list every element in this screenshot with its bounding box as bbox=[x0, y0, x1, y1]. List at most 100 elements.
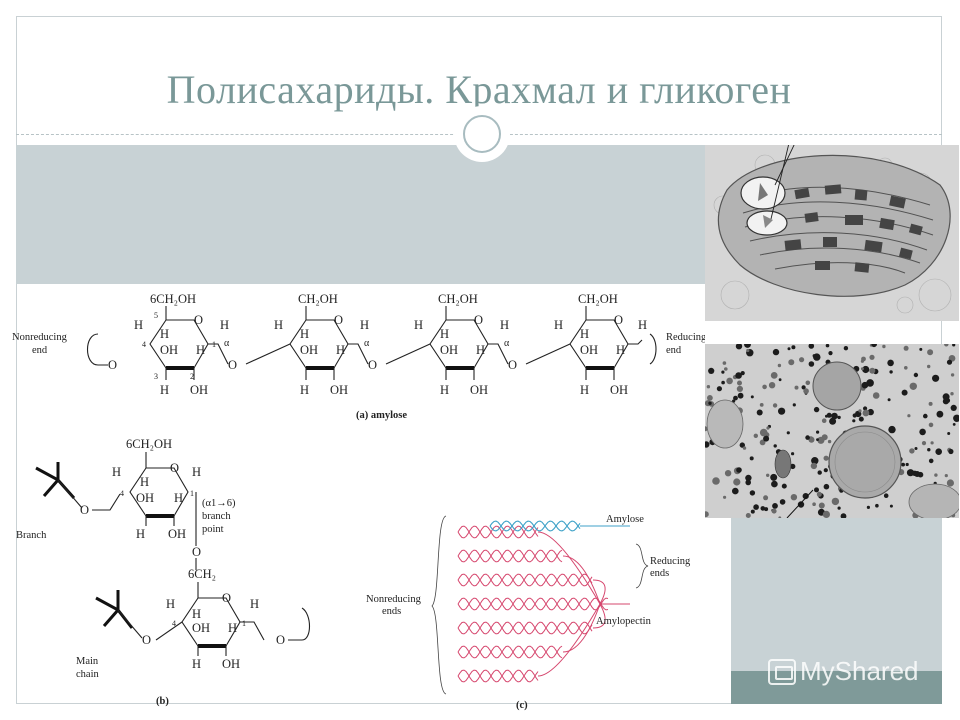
glycogen-granule bbox=[837, 415, 841, 420]
glycogen-granule bbox=[808, 344, 815, 349]
glycogen-granule bbox=[889, 504, 893, 508]
oh-group-label: OH bbox=[470, 383, 488, 397]
glycogen-granule bbox=[739, 442, 745, 448]
atom-h-label: H bbox=[192, 607, 201, 621]
glycogen-granule bbox=[903, 345, 909, 351]
glycogen-granule bbox=[935, 448, 942, 455]
amylopectin-strand bbox=[457, 597, 609, 611]
glycogen-granule bbox=[840, 513, 847, 518]
amylopectin-strand bbox=[457, 597, 609, 611]
glycogen-granule bbox=[770, 473, 778, 481]
glycogen-granule bbox=[781, 483, 787, 489]
glycogen-granule bbox=[948, 448, 954, 455]
glycogen-granule bbox=[771, 480, 778, 488]
oh-group-label: OH bbox=[190, 383, 208, 397]
reducing-ends-label-2: ends bbox=[650, 568, 669, 579]
glycogen-granule bbox=[753, 504, 759, 510]
glycogen-granule bbox=[812, 354, 816, 358]
glycogen-granule bbox=[764, 507, 769, 512]
glycogen-granule bbox=[831, 497, 840, 506]
glycogen-granule bbox=[919, 428, 926, 436]
amylopectin-strand bbox=[457, 621, 593, 635]
watermark: MyShared bbox=[768, 656, 919, 687]
oh-group-label: OH bbox=[300, 343, 318, 357]
glycogen-granule bbox=[750, 509, 755, 514]
amylose-strand bbox=[489, 520, 581, 532]
glycogen-granule bbox=[735, 344, 743, 350]
glycogen-granule bbox=[813, 406, 820, 413]
watermark-text: MyShared bbox=[800, 656, 919, 686]
glycogen-granule bbox=[805, 435, 810, 440]
amylopectin-strand bbox=[457, 549, 563, 563]
glycogen-granule bbox=[763, 495, 769, 501]
glycogen-granule bbox=[906, 469, 915, 477]
glycogen-granule bbox=[799, 357, 805, 363]
glycogen-granule bbox=[947, 432, 951, 435]
ring-number-2: 2 bbox=[190, 372, 194, 381]
branch-point-label: (α1→6) bbox=[202, 498, 236, 509]
atom-h-label: H bbox=[220, 318, 229, 332]
glycogen-granule bbox=[810, 462, 818, 470]
glycogen-granule bbox=[759, 439, 766, 446]
glycogen-granule bbox=[858, 409, 862, 413]
amylopectin-branch-link bbox=[562, 603, 601, 653]
amylose-helix bbox=[489, 520, 630, 532]
glycogen-granule bbox=[862, 409, 870, 417]
glycogen-granule bbox=[771, 508, 777, 514]
glycogen-granule bbox=[825, 344, 830, 348]
glycogen-granule bbox=[827, 439, 832, 444]
glycogen-granule bbox=[786, 431, 790, 435]
glycogen-granule bbox=[736, 467, 742, 473]
glycogen-granule bbox=[829, 417, 837, 425]
atom-h-label: H bbox=[134, 318, 143, 332]
atom-h-label: H bbox=[360, 318, 369, 332]
alpha-label: α bbox=[364, 338, 370, 349]
glycogen-granule bbox=[942, 393, 950, 401]
glycogen-granule bbox=[927, 448, 931, 452]
glycogen-granule bbox=[811, 457, 819, 465]
glycogen-granule bbox=[914, 447, 918, 450]
alpha-label: α bbox=[224, 338, 230, 349]
amylopectin-strand bbox=[457, 573, 593, 587]
glycogen-granule bbox=[797, 501, 805, 508]
ring-oxygen: O bbox=[170, 461, 179, 475]
atom-h-label: H bbox=[440, 383, 449, 397]
glycogen-granule bbox=[756, 409, 763, 416]
glycogen-granule bbox=[801, 385, 806, 390]
glycogen-granule bbox=[821, 434, 828, 441]
atom-h-label: H bbox=[440, 327, 449, 341]
glycogen-granule bbox=[770, 372, 778, 379]
branch-caption: (b) bbox=[156, 696, 169, 707]
atom-h-label: H bbox=[166, 597, 175, 611]
branch-label: Branch bbox=[16, 530, 47, 541]
glycogen-granule bbox=[930, 441, 934, 445]
glycogen-granule bbox=[790, 494, 798, 501]
glycogen-granule bbox=[735, 372, 742, 379]
glycogen-granule bbox=[921, 441, 927, 446]
ch2oh-group-label: 6CH₂OH bbox=[150, 292, 196, 306]
right-side-band bbox=[731, 518, 942, 671]
glycogen-granule bbox=[875, 503, 879, 508]
ring-oxygen: O bbox=[474, 313, 483, 327]
oh-group-label: OH bbox=[610, 383, 628, 397]
glycogen-granule bbox=[913, 372, 919, 378]
glycogen-granule bbox=[733, 478, 741, 486]
glycogen-granule bbox=[866, 505, 870, 509]
glycogen-granule bbox=[712, 477, 720, 485]
nonreducing-end-label-2: end bbox=[32, 345, 48, 356]
glucose-unit-1: 6CH₂OH 5 H H O H 4 1 α OH H 3 2 H OH O bbox=[134, 292, 237, 397]
branch-point-label-3: point bbox=[202, 524, 224, 535]
glycogen-granule bbox=[779, 499, 786, 505]
glycogen-granule bbox=[772, 348, 780, 356]
ch2oh-group-label: CH₂OH bbox=[578, 292, 618, 306]
amylopectin-strand bbox=[457, 621, 593, 635]
glycogen-granule bbox=[802, 493, 809, 500]
glycogen-granule bbox=[953, 414, 959, 422]
glycogen-granule bbox=[778, 407, 786, 415]
atom-h-label: H bbox=[250, 597, 259, 611]
atom-h-label: H bbox=[136, 527, 145, 541]
ring-number-4: 4 bbox=[142, 340, 146, 349]
glycogen-granule bbox=[708, 401, 712, 405]
glycogen-granule bbox=[932, 374, 940, 382]
atom-h-label: H bbox=[554, 318, 563, 332]
